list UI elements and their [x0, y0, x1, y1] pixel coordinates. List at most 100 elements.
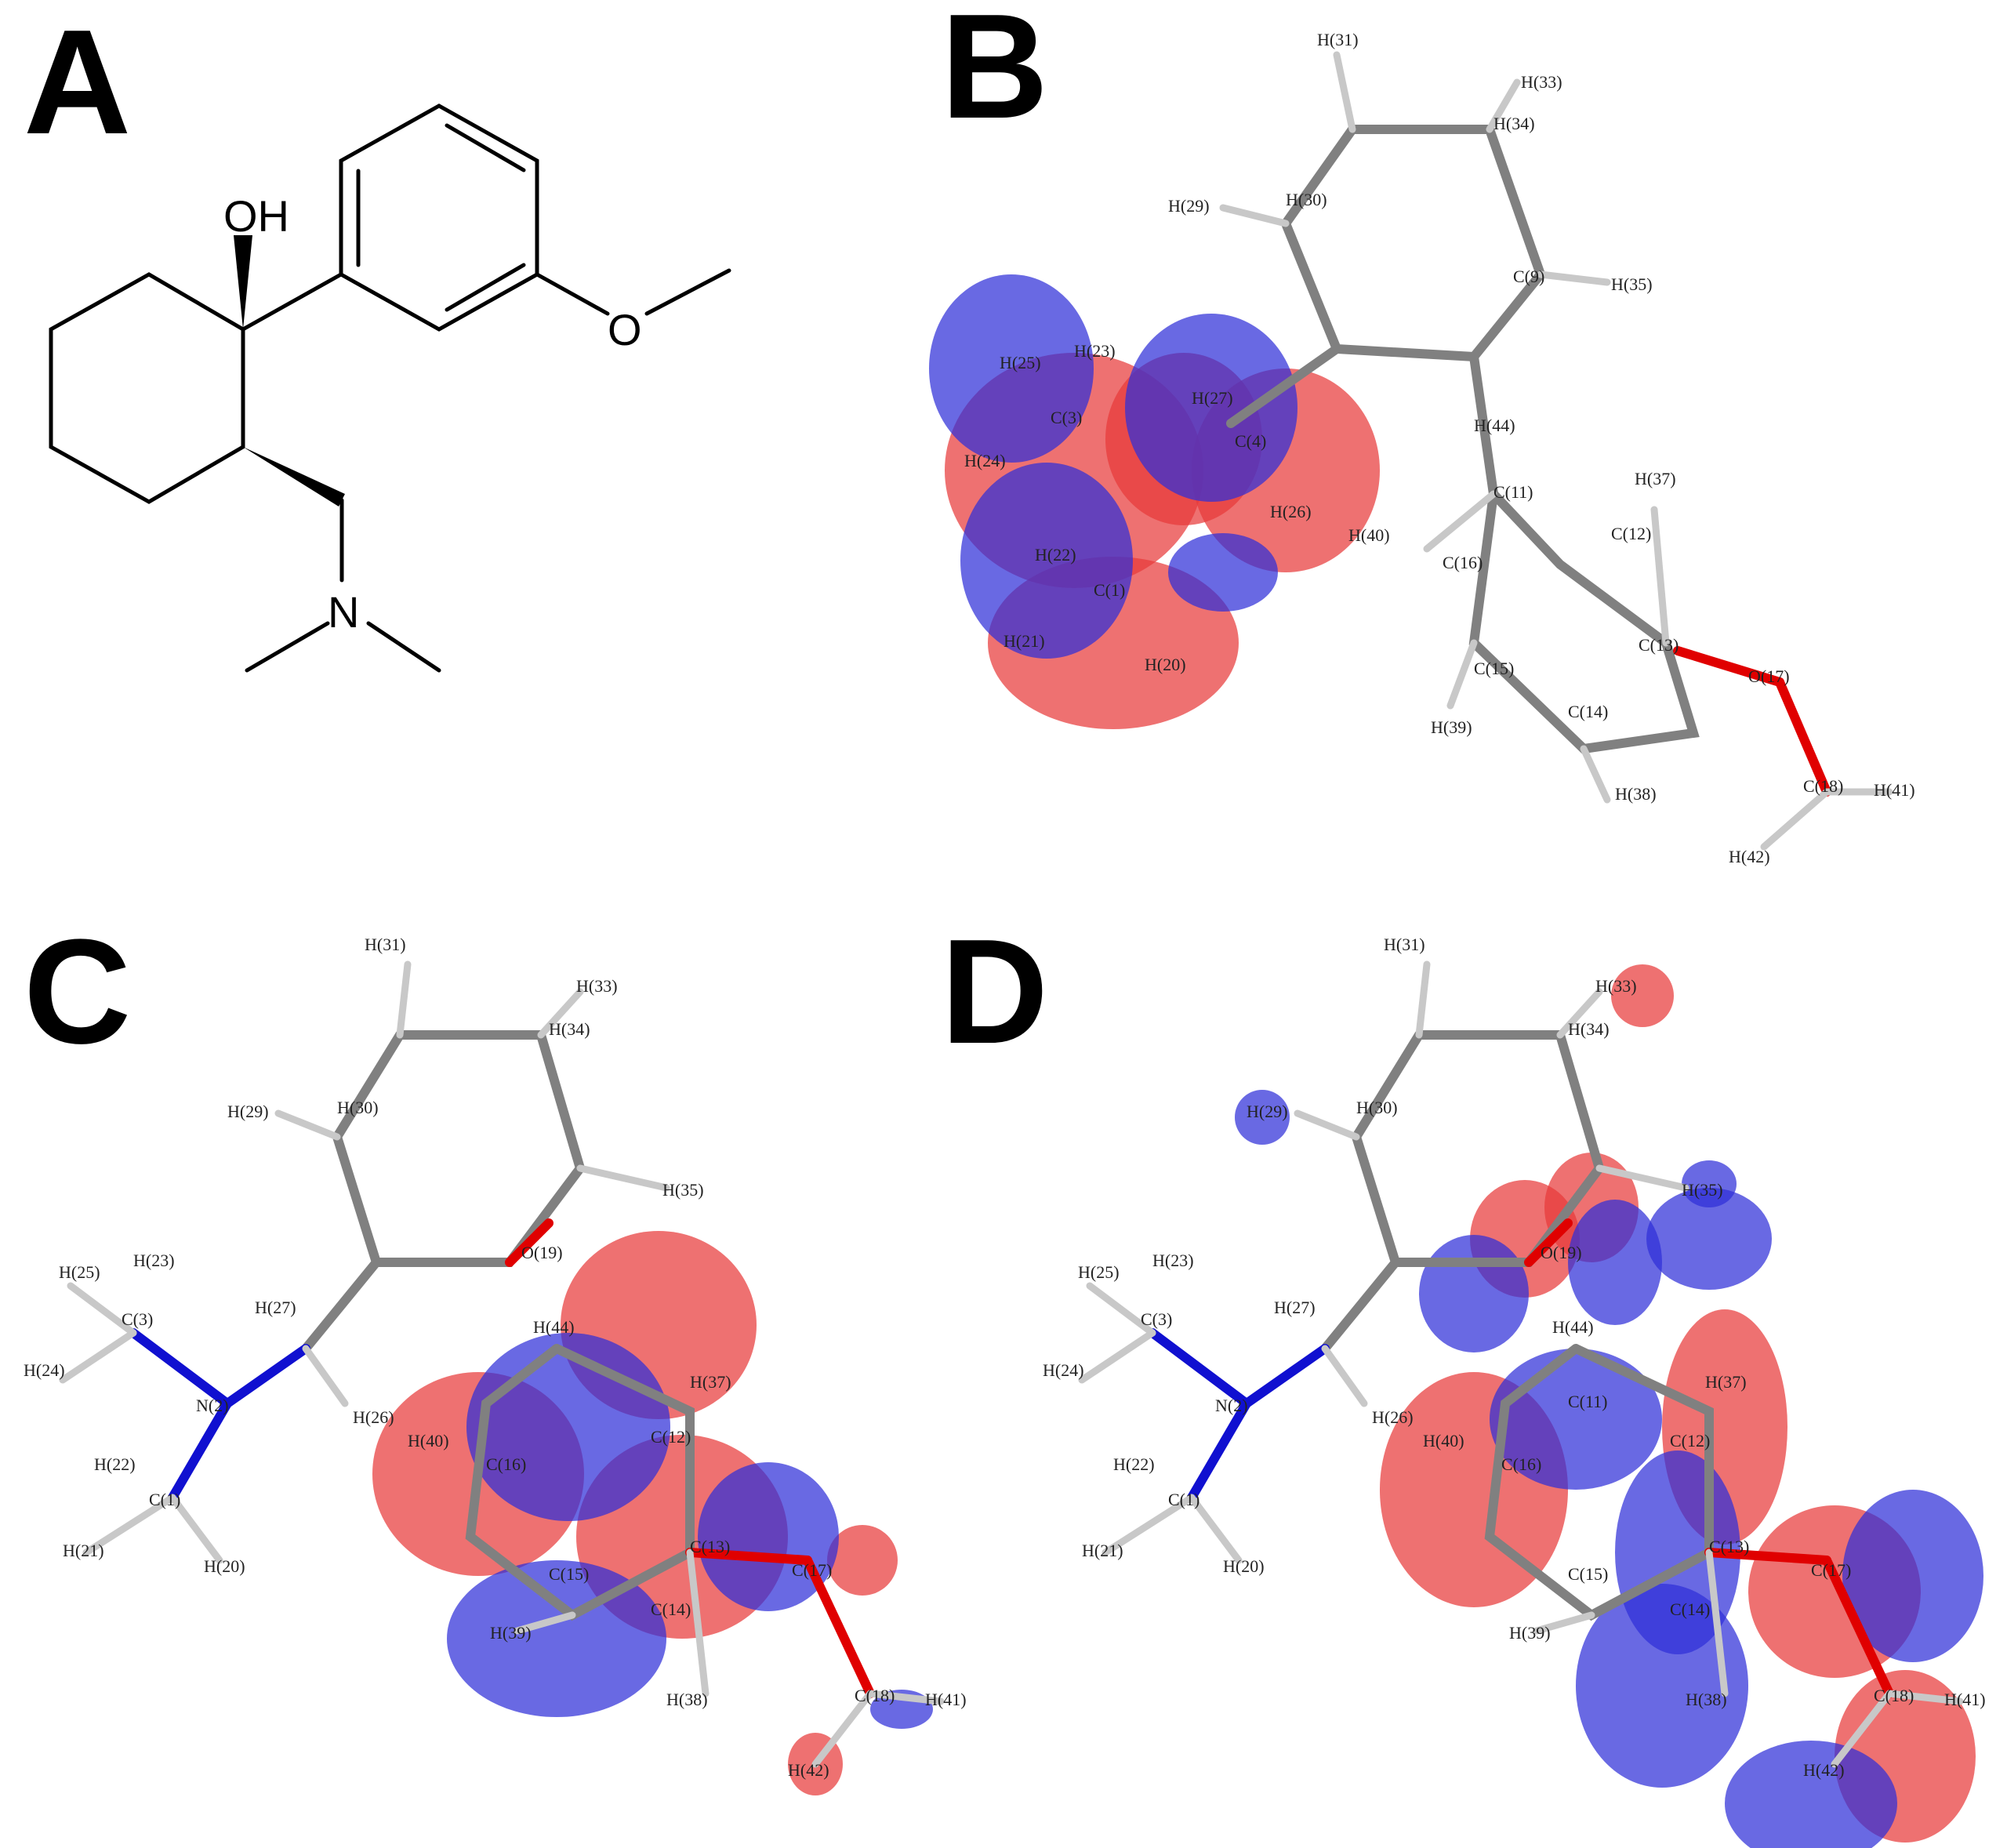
- atom-label: C(1): [1168, 1490, 1199, 1509]
- panel-d: D: [941, 909, 1986, 1848]
- atom-label: O(17): [1748, 666, 1790, 686]
- panel-b: B H(31): [929, 0, 1915, 866]
- atom-label: H(31): [1317, 30, 1359, 49]
- atom-label: H(35): [1611, 274, 1653, 294]
- atom-label: H(34): [1568, 1019, 1610, 1039]
- atom-label: H(22): [1035, 545, 1076, 565]
- atom-label: C(11): [1493, 482, 1533, 502]
- atom-label: C(9): [1513, 267, 1544, 286]
- atom-label: C(16): [1443, 553, 1483, 572]
- atom-label: C(18): [1874, 1686, 1914, 1705]
- atom-label: H(37): [1635, 469, 1676, 488]
- skeletal-structure: OH O N: [49, 103, 731, 673]
- atom-label: C(17): [792, 1560, 832, 1580]
- atom-label: H(29): [1247, 1102, 1288, 1121]
- atom-label: H(23): [133, 1251, 175, 1270]
- atom-label: H(31): [1384, 935, 1425, 954]
- atom-label: H(23): [1152, 1251, 1194, 1270]
- atom-label: C(4): [1235, 431, 1266, 451]
- atom-label: H(33): [1595, 976, 1637, 996]
- atom-label: N(2): [1215, 1396, 1248, 1415]
- atom-label: H(37): [690, 1372, 731, 1392]
- atom-label: H(27): [1192, 388, 1233, 408]
- atom-label: H(31): [365, 935, 406, 954]
- atom-label: C(18): [1803, 776, 1843, 796]
- atom-label: C(14): [1670, 1599, 1710, 1619]
- amine-nitrogen-label: N: [328, 587, 359, 637]
- atom-label: N(2): [196, 1396, 229, 1415]
- atom-label: C(14): [1568, 702, 1608, 721]
- panel-a: A OH O N: [24, 0, 731, 673]
- atom-label: H(26): [1270, 502, 1312, 521]
- atom-label: C(17): [1811, 1560, 1851, 1580]
- atom-label: O(19): [521, 1243, 563, 1262]
- atom-label: H(24): [964, 451, 1006, 470]
- atom-label: H(34): [1493, 114, 1535, 133]
- atom-label: H(23): [1074, 341, 1116, 361]
- atom-label: H(20): [1223, 1556, 1265, 1576]
- atom-label: H(33): [1521, 72, 1562, 92]
- atom-label: C(15): [549, 1564, 589, 1584]
- atom-label: H(41): [1944, 1690, 1986, 1709]
- panel-b-letter: B: [941, 0, 1048, 150]
- atom-labels-c: H(31) H(33) H(34) H(29) H(30) H(35) O(19…: [24, 935, 967, 1780]
- atom-label: C(11): [1568, 1392, 1608, 1411]
- atom-label: H(42): [1729, 847, 1770, 866]
- atom-label: H(33): [576, 976, 618, 996]
- panel-a-letter: A: [24, 0, 131, 165]
- atom-label: H(44): [1552, 1317, 1594, 1337]
- atom-label: H(34): [549, 1019, 590, 1039]
- atom-label: H(27): [255, 1298, 296, 1317]
- atom-label: C(13): [1709, 1537, 1749, 1556]
- atom-label: H(22): [1113, 1454, 1155, 1474]
- atom-label: C(13): [1639, 635, 1679, 655]
- panel-c: C: [24, 909, 967, 1795]
- atom-label: C(13): [690, 1537, 730, 1556]
- atom-label: H(40): [408, 1431, 449, 1450]
- atom-label: O(19): [1541, 1243, 1582, 1262]
- atom-label: H(40): [1348, 525, 1390, 545]
- atom-label: C(12): [651, 1427, 691, 1447]
- molecule-sticks-d: [1078, 960, 1964, 1768]
- atom-label: H(22): [94, 1454, 136, 1474]
- atom-label: H(29): [227, 1102, 269, 1121]
- atom-label: H(35): [662, 1180, 704, 1200]
- atom-label: C(3): [1051, 408, 1082, 427]
- atom-label: H(29): [1168, 196, 1210, 216]
- orbital-lobes-b: [929, 274, 1380, 729]
- atom-label: H(21): [1004, 631, 1045, 651]
- atom-label: H(40): [1423, 1431, 1464, 1450]
- atom-label: H(24): [1043, 1360, 1084, 1380]
- atom-label: H(44): [1474, 416, 1515, 435]
- atom-label: H(30): [1286, 190, 1327, 209]
- atom-label: H(26): [1372, 1407, 1414, 1427]
- atom-label: H(38): [666, 1690, 708, 1709]
- atom-label: H(41): [1874, 780, 1915, 800]
- atom-label: H(44): [533, 1317, 575, 1337]
- atom-label: H(26): [353, 1407, 394, 1427]
- atom-label: H(25): [59, 1262, 100, 1282]
- atom-label: H(41): [925, 1690, 967, 1709]
- atom-label: H(38): [1615, 784, 1657, 804]
- atom-label: H(39): [1509, 1623, 1551, 1643]
- atom-label: C(15): [1474, 659, 1514, 678]
- atom-labels-d: H(31) H(33) H(34) H(29) H(30) H(35) O(19…: [1043, 935, 1986, 1780]
- atom-label: C(16): [1501, 1454, 1541, 1474]
- atom-label: H(24): [24, 1360, 65, 1380]
- atom-label: C(1): [149, 1490, 180, 1509]
- atom-label: H(30): [337, 1098, 379, 1117]
- atom-label: H(21): [1082, 1541, 1123, 1560]
- atom-label: C(3): [122, 1309, 153, 1329]
- atom-label: H(39): [490, 1623, 532, 1643]
- atom-label: H(20): [1145, 655, 1186, 674]
- atom-label: C(3): [1141, 1309, 1172, 1329]
- atom-label: C(14): [651, 1599, 691, 1619]
- atom-label: H(25): [1000, 353, 1041, 372]
- hydroxyl-label: OH: [223, 191, 289, 241]
- atom-labels-b: H(31) H(33) H(34) H(29) H(30) H(35) C(9)…: [964, 30, 1915, 866]
- atom-label: C(12): [1670, 1431, 1710, 1450]
- atom-label: C(1): [1094, 580, 1125, 600]
- atom-label: H(38): [1686, 1690, 1727, 1709]
- orbital-lobes-d: [1235, 964, 1983, 1848]
